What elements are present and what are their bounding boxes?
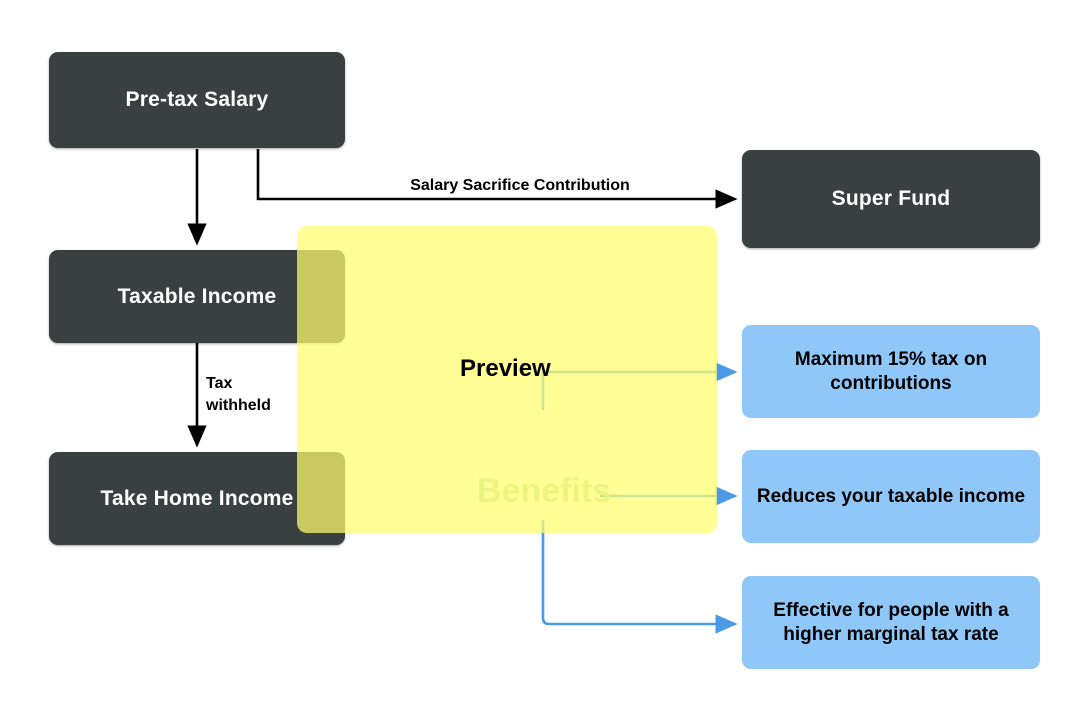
preview-overlay-title: Preview (460, 355, 551, 382)
node-benefit-higher-marginal-rate[interactable]: Effective for people with a higher margi… (742, 576, 1040, 669)
edge-label-tax-withheld: Tax withheld (206, 375, 271, 414)
node-taxable-income[interactable]: Taxable Income (49, 250, 345, 343)
preview-overlay (297, 226, 717, 533)
node-take-home-income[interactable]: Take Home Income (49, 452, 345, 545)
node-benefit-reduces-taxable-income[interactable]: Reduces your taxable income (742, 450, 1040, 543)
node-benefit-max-tax[interactable]: Maximum 15% tax on contributions (742, 325, 1040, 418)
node-super-fund[interactable]: Super Fund (742, 150, 1040, 248)
node-pre-tax-salary[interactable]: Pre-tax Salary (49, 52, 345, 148)
edge-benefits-to-higher-marginal (541, 520, 738, 634)
edge-label-salary-sacrifice: Salary Sacrifice Contribution (410, 177, 630, 194)
